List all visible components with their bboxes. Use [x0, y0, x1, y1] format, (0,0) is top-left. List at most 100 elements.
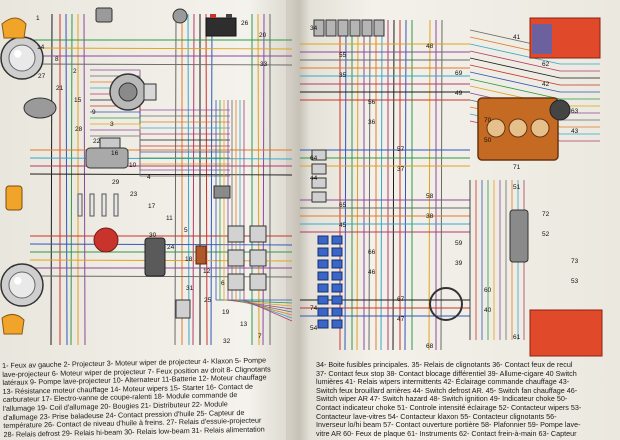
relay: [249, 273, 267, 291]
callout-number: 43: [571, 128, 579, 135]
legend-left: 1- Feux av gauche 2- Projecteur 3- Moteu…: [2, 356, 294, 440]
callout-number: 14: [37, 44, 45, 51]
callout-number: 35: [339, 72, 347, 79]
callout-number: 54: [310, 325, 318, 332]
battery-terminal-neg: [226, 14, 232, 18]
headlamp-left-bottom-glint: [14, 277, 22, 285]
switch: [325, 19, 337, 37]
relay: [249, 225, 267, 243]
gauge: [530, 118, 550, 138]
alternator-body: [143, 83, 157, 101]
wire: [50, 13, 53, 346]
ignition-module: [213, 185, 231, 199]
callout-number: 36: [368, 119, 376, 126]
callout-number: 10: [129, 162, 137, 169]
wire: [469, 64, 600, 86]
wire: [404, 19, 407, 351]
callout-number: 11: [166, 215, 173, 222]
legend-line: Contacteur lave-vitres 54- Contacteur kl…: [316, 411, 557, 421]
relay: [227, 225, 245, 243]
callout-number: 63: [571, 108, 579, 115]
wire: [469, 71, 600, 93]
relay: [249, 249, 267, 267]
callout-number: 59: [455, 240, 463, 247]
side-marker: [5, 185, 23, 211]
legend-line: Inverseur lo/hi beam 57- Contact ouvertu…: [316, 420, 581, 430]
wire: [187, 13, 190, 346]
fuse: [317, 247, 329, 257]
fuse: [331, 271, 343, 281]
wire: [29, 63, 293, 66]
battery: [205, 17, 237, 37]
distributor: [93, 227, 119, 253]
spark-plug: [101, 193, 107, 217]
callout-number: 19: [222, 309, 230, 316]
fuse: [317, 295, 329, 305]
page-gutter: [286, 0, 300, 440]
callout-number: 18: [185, 256, 193, 263]
wire: [243, 100, 293, 322]
wire: [469, 43, 600, 65]
legend-line: lumières 41- Relais wipers intermittents…: [316, 377, 570, 387]
callout-number: 38: [426, 213, 434, 220]
callout-number: 41: [513, 34, 521, 41]
callout-number: 21: [56, 85, 64, 92]
relay: [311, 149, 327, 161]
wiper-motor: [95, 7, 113, 23]
wire: [368, 19, 371, 351]
callout-number: 45: [339, 222, 347, 229]
switch: [349, 19, 361, 37]
callout-number: 70: [484, 117, 492, 124]
switch: [373, 19, 385, 37]
oil-pressure-switch: [175, 299, 191, 319]
wire: [235, 100, 293, 316]
callout-number: 52: [542, 231, 550, 238]
callout-number: 48: [426, 43, 434, 50]
fuse: [317, 259, 329, 269]
callout-number: 3: [110, 121, 114, 128]
wire: [392, 19, 395, 351]
wiper-motor-rear: [509, 209, 529, 263]
wire: [205, 13, 208, 346]
callout-number: 58: [426, 193, 434, 200]
callout-number: 49: [455, 90, 463, 97]
callout-number: 37: [397, 166, 405, 173]
callout-number: 7: [258, 333, 262, 340]
tail-lamp-lens: [532, 24, 552, 54]
callout-number: 61: [513, 334, 521, 341]
callout-number: 12: [203, 268, 211, 275]
wire: [70, 13, 73, 346]
callout-number: 64: [310, 155, 318, 162]
callout-number: 16: [111, 150, 119, 157]
legend-line: Contact indicateur choke 51- Controle in…: [316, 402, 582, 412]
ignition-coil: [144, 237, 166, 277]
wire: [231, 100, 293, 313]
wire: [469, 78, 600, 100]
wire: [257, 13, 260, 346]
legend-line: vitre AR 60- Feux de plaque 61- Instrume…: [316, 428, 577, 438]
callout-number: 23: [130, 191, 138, 198]
callout-number: 46: [368, 269, 376, 276]
callout-number: 25: [204, 297, 212, 304]
horn: [172, 8, 188, 24]
relay: [311, 163, 327, 175]
callout-number: 32: [223, 338, 231, 345]
wire: [65, 13, 68, 346]
wire: [83, 13, 86, 346]
headlamp-left-top-lens: [8, 44, 36, 72]
callout-number: 4: [147, 174, 151, 181]
callout-number: 53: [571, 278, 579, 285]
wire: [210, 13, 213, 346]
callout-number: 6: [221, 280, 225, 287]
connector: [195, 245, 207, 265]
callout-number: 26: [241, 20, 249, 27]
wire: [90, 135, 230, 177]
wire: [344, 19, 347, 351]
starter-solenoid: [99, 137, 121, 149]
fuse: [317, 307, 329, 317]
legend-line: 34- Boite fusibles principales. 35- Rela…: [316, 361, 573, 369]
callout-number: 5: [184, 227, 188, 234]
turn-signal-rear: [1, 314, 25, 335]
fuse: [331, 247, 343, 257]
